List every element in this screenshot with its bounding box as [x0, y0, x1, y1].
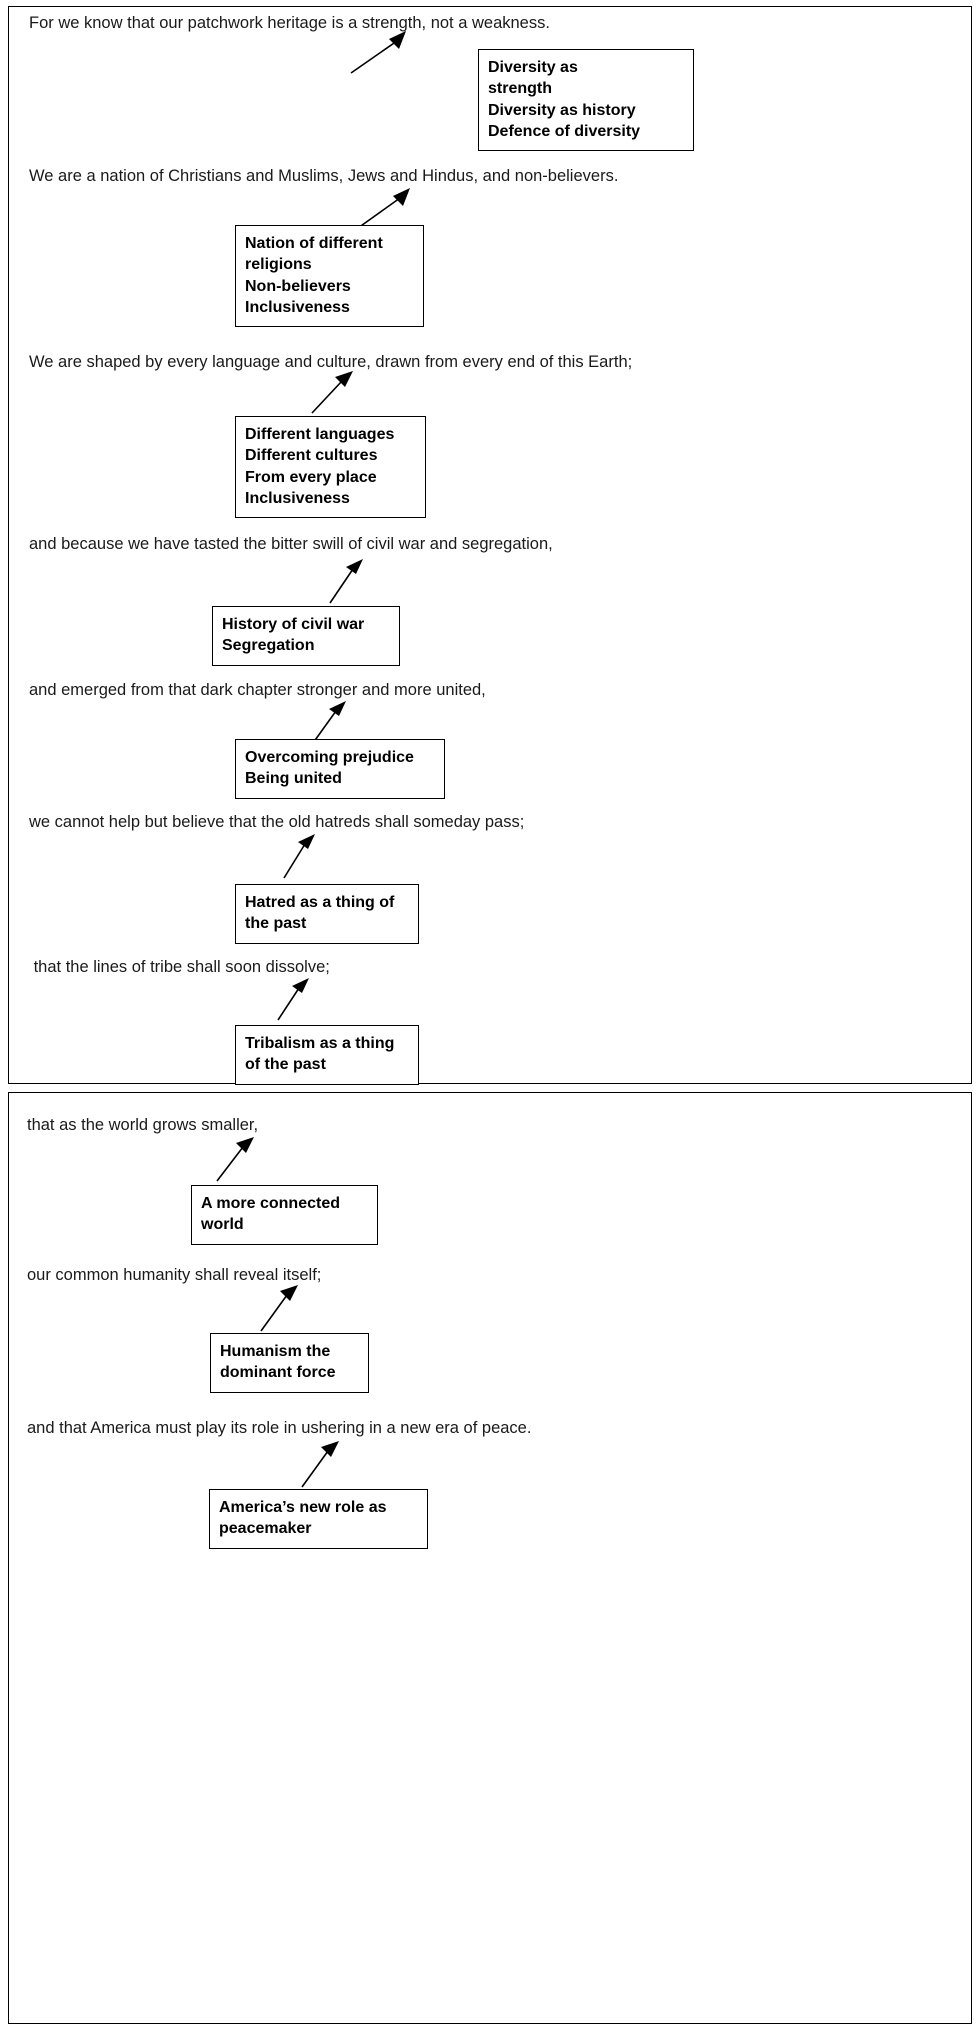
- annotation-line: Defence of diversity: [488, 122, 641, 140]
- annotation-box: Overcoming prejudice Being united: [235, 739, 445, 799]
- annotation-box: A more connected world: [191, 1185, 378, 1245]
- arrow-to-quote-icon: [216, 1137, 254, 1182]
- annotation-line: peacemaker: [219, 1520, 312, 1538]
- annotation-box: History of civil war Segregation: [212, 606, 400, 666]
- quote-text: and emerged from that dark chapter stron…: [29, 681, 486, 699]
- annotation-box: Different languages Different cultures F…: [235, 416, 426, 519]
- annotation-box: America’s new role as peacemaker: [209, 1489, 428, 1549]
- annotation-box: Humanism the dominant force: [210, 1333, 369, 1393]
- annotation-line: Nation of different: [245, 235, 383, 252]
- annotation-line: Being united: [245, 770, 342, 788]
- annotation-line: Inclusiveness: [245, 489, 350, 507]
- annotation-box: Diversity as strength Diversity as histo…: [478, 49, 694, 152]
- quote-text: and that America must play its role in u…: [27, 1419, 532, 1437]
- annotation-box: Nation of different religions Non-believ…: [235, 225, 424, 328]
- quote-text: We are a nation of Christians and Muslim…: [29, 167, 619, 185]
- quote-text: we cannot help but believe that the old …: [29, 813, 525, 831]
- annotation-line: America’s new role as: [219, 1499, 387, 1516]
- annotation-line: Segregation: [222, 637, 315, 655]
- annotation-line: Tribalism as a thing: [245, 1035, 395, 1052]
- quote-text: For we know that our patchwork heritage …: [29, 14, 550, 32]
- quote-text: and because we have tasted the bitter sw…: [29, 535, 553, 553]
- annotation-line: Diversity as: [488, 59, 578, 76]
- arrow-to-quote-icon: [350, 31, 406, 74]
- annotation-line: A more connected: [201, 1195, 340, 1212]
- arrow-to-quote-icon: [283, 834, 315, 879]
- annotation-line: Inclusiveness: [245, 298, 350, 316]
- annotation-panel-2: that as the world grows smaller, A more …: [8, 1092, 972, 2024]
- annotation-line: strength: [488, 80, 552, 98]
- quote-text: We are shaped by every language and cult…: [29, 353, 633, 371]
- annotation-line: dominant force: [220, 1364, 336, 1382]
- arrow-to-quote-icon: [329, 559, 363, 604]
- annotation-line: Diversity as history: [488, 101, 636, 119]
- arrow-to-quote-icon: [357, 188, 410, 229]
- arrow-to-quote-icon: [311, 371, 353, 414]
- annotation-line: Hatred as a thing of: [245, 894, 395, 911]
- annotation-line: Overcoming prejudice: [245, 749, 414, 766]
- annotation-line: of the past: [245, 1056, 326, 1074]
- annotation-line: From every place: [245, 468, 377, 486]
- annotation-box: Tribalism as a thing of the past: [235, 1025, 419, 1085]
- annotation-line: Humanism the: [220, 1343, 331, 1360]
- arrow-to-quote-icon: [301, 1441, 339, 1488]
- annotation-panel-1: For we know that our patchwork heritage …: [8, 6, 972, 1085]
- quote-text: our common humanity shall reveal itself;: [27, 1266, 322, 1284]
- annotation-line: History of civil war: [222, 616, 365, 633]
- annotation-line: Different languages: [245, 426, 395, 443]
- annotation-line: religions: [245, 256, 312, 274]
- quote-text: that the lines of tribe shall soon disso…: [29, 958, 330, 976]
- arrow-to-quote-icon: [260, 1285, 298, 1332]
- quote-text: that as the world grows smaller,: [27, 1116, 259, 1134]
- annotation-line: the past: [245, 915, 307, 933]
- annotation-box: Hatred as a thing of the past: [235, 884, 419, 944]
- arrow-to-quote-icon: [277, 978, 309, 1021]
- annotation-line: Different cultures: [245, 447, 378, 465]
- annotation-line: Non-believers: [245, 277, 351, 295]
- annotation-line: world: [201, 1216, 244, 1234]
